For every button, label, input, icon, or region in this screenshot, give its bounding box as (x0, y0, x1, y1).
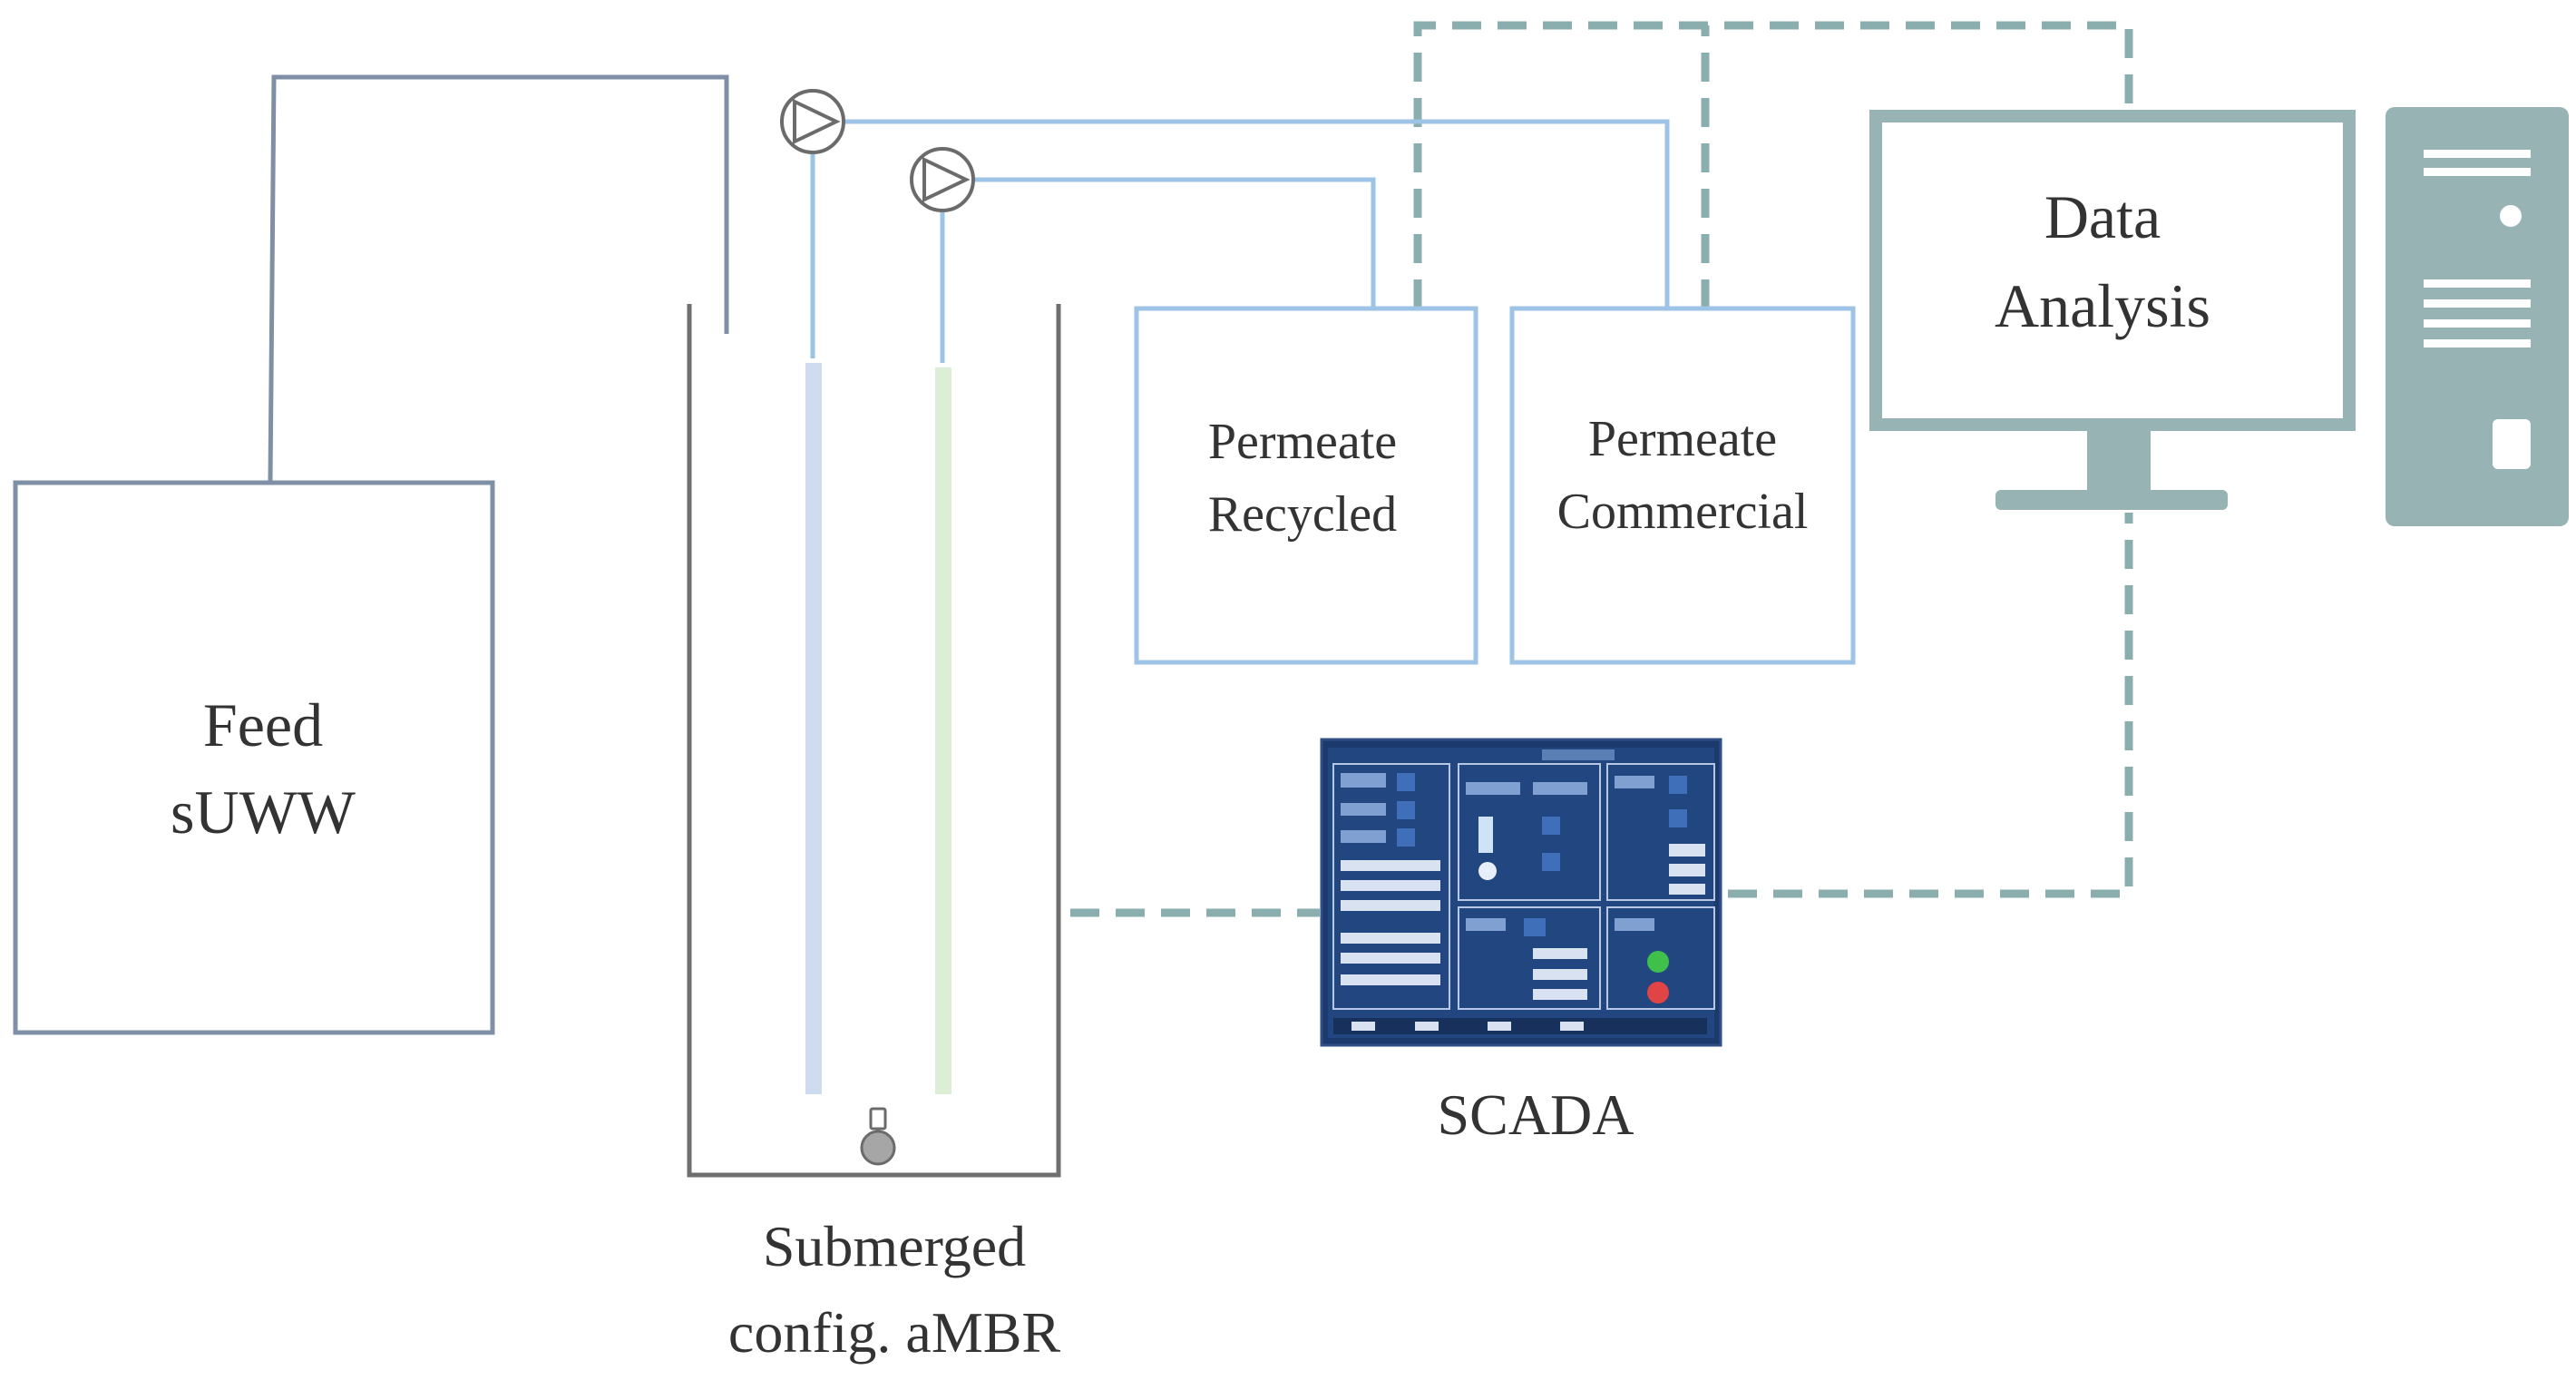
permeate-commercial-label-line1: Permeate (1588, 411, 1777, 467)
feed-tank-label-line1: Feed (203, 690, 323, 759)
permeate-line-recycled (940, 177, 1376, 363)
server-tower-icon (2386, 107, 2569, 526)
pump-icon (780, 89, 845, 154)
reactor: Submerged config. aMBR (687, 304, 1061, 1365)
air-diffuser-icon (860, 1107, 896, 1166)
reactor-wall (687, 304, 1061, 1178)
reactor-label-line2: config. aMBR (728, 1300, 1061, 1365)
scada-label: SCADA (1438, 1082, 1634, 1147)
data-analysis-label-line2: Analysis (1995, 271, 2210, 340)
membrane-module-blue (805, 363, 822, 1094)
feed-pipe (268, 74, 729, 482)
signal-line-top-loop (1413, 21, 2133, 308)
permeate-commercial-label-line2: Commercial (1557, 484, 1809, 540)
feed-tank: Feed sUWW (13, 480, 495, 1035)
feed-tank-label-line2: sUWW (171, 778, 356, 847)
signal-lines (1070, 21, 2133, 917)
reactor-label-line1: Submerged (763, 1214, 1026, 1278)
permeate-recycled-label-line1: Permeate (1208, 414, 1397, 470)
monitor-icon: Data Analysis (1869, 110, 2356, 510)
permeate-recycled-label-line2: Recycled (1208, 486, 1397, 543)
data-analysis-label-line1: Data (2044, 182, 2161, 251)
permeate-line-commercial (810, 119, 1670, 358)
pump-icon (910, 147, 975, 212)
signal-line-scada-to-computer (1728, 513, 2133, 898)
permeate-commercial-tank: Permeate Commercial (1509, 306, 1856, 665)
scada-screen-icon (1320, 738, 1722, 1047)
permeate-lines (810, 119, 1670, 363)
permeate-recycled-tank: Permeate Recycled (1134, 306, 1478, 665)
membrane-module-green (935, 367, 951, 1094)
